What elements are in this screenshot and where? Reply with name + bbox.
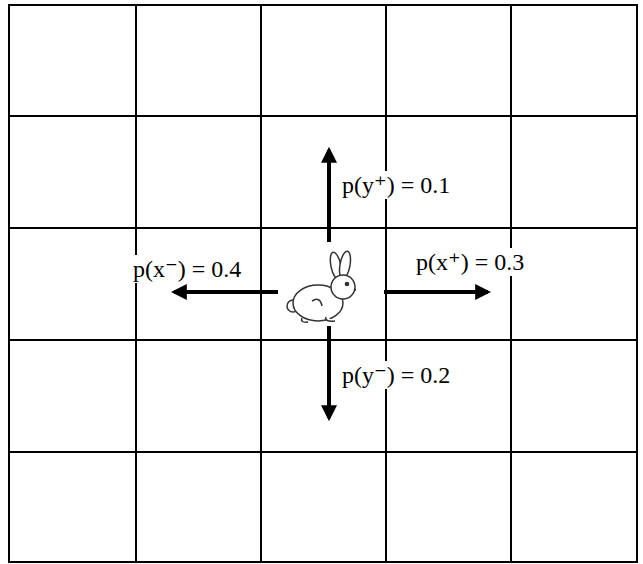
grid-line	[510, 5, 512, 562]
probability-label: p(y⁻) = 0.2	[340, 361, 452, 389]
probability-label: p(x⁺) = 0.3	[414, 248, 526, 276]
grid-line	[260, 5, 262, 562]
rabbit-foot	[302, 318, 308, 322]
grid-line	[9, 115, 637, 117]
arrows	[174, 150, 488, 418]
grid-line	[9, 227, 637, 229]
arrow-up	[327, 150, 331, 242]
arrow-down	[327, 326, 331, 418]
arrow-right	[384, 290, 488, 294]
rabbit-nose	[354, 289, 356, 290]
arrow-left	[174, 290, 278, 294]
rabbit-eye	[345, 282, 348, 285]
rabbit	[287, 250, 356, 322]
grid	[9, 5, 637, 562]
rabbit-foot	[326, 317, 335, 321]
grid-line	[9, 451, 637, 453]
grid-line	[135, 5, 137, 562]
grid-line	[385, 5, 387, 562]
rabbit-leg	[312, 299, 322, 306]
probability-label: p(x⁻) = 0.4	[131, 255, 243, 283]
rabbit-head	[331, 275, 355, 299]
probability-label: p(y⁺) = 0.1	[340, 171, 452, 199]
grid-line	[9, 339, 637, 341]
grid-border	[9, 5, 637, 562]
